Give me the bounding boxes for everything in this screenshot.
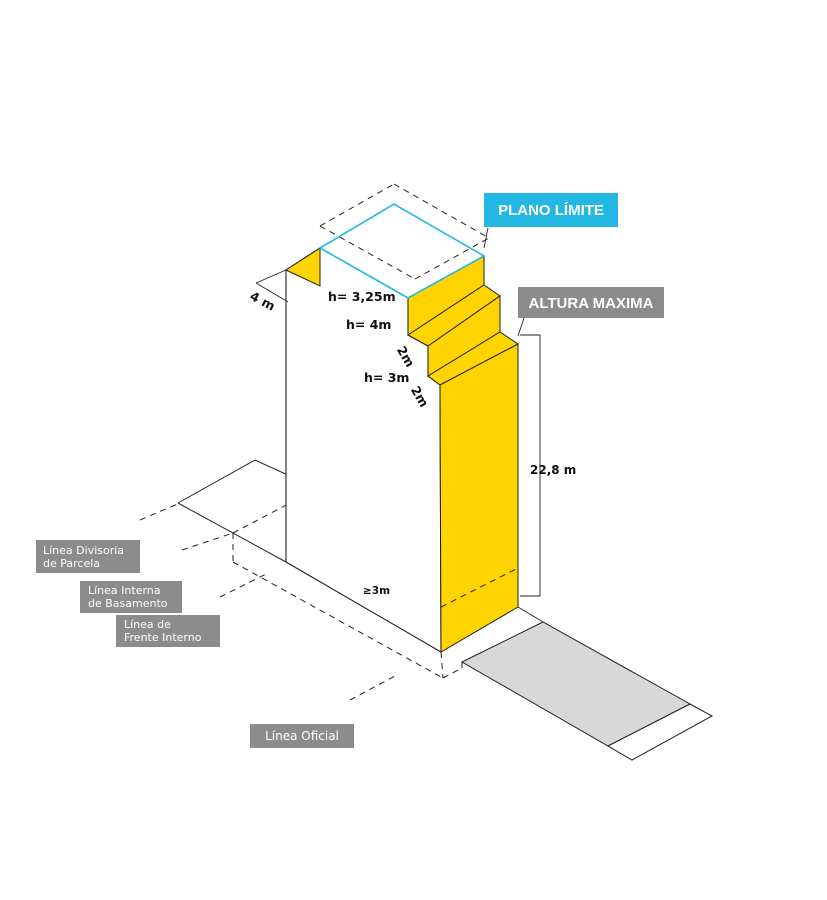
linea-interna-label-1: Línea Interna xyxy=(88,584,161,597)
linea-frente-label-1: Línea de xyxy=(124,618,171,631)
plano-limite-outline xyxy=(318,203,486,299)
callout-linea-interna: Línea Interna de Basamento xyxy=(80,581,182,613)
lot-outline xyxy=(177,459,291,563)
linea-interna-label-2: de Basamento xyxy=(88,597,168,610)
linea-divisoria-label-2: de Parcela xyxy=(43,557,100,570)
dim-h1: h= 3,25m xyxy=(328,289,396,304)
callout-linea-frente: Línea de Frente Interno xyxy=(116,615,220,647)
linea-oficial-label: Línea Oficial xyxy=(265,729,339,743)
plano-limite-label: PLANO LÍMITE xyxy=(498,202,604,219)
callout-linea-oficial: Línea Oficial xyxy=(250,724,354,748)
linea-frente-label-2: Frente Interno xyxy=(124,631,202,644)
dim-basement: ≥3m xyxy=(363,585,390,597)
dim-h2: h= 4m xyxy=(346,317,391,332)
dim-top-depth: 4 m xyxy=(248,288,278,313)
linea-divisoria-label-1: Línea Divisoria xyxy=(43,544,124,557)
dim-total-height: 22,8 m xyxy=(530,463,576,477)
dimension-lines xyxy=(255,227,541,597)
altura-maxima-label: ALTURA MAXIMA xyxy=(529,295,654,312)
setback-faces xyxy=(284,247,519,653)
callout-altura-maxima: ALTURA MAXIMA xyxy=(518,287,664,318)
sidewalk xyxy=(460,606,714,761)
dim-h3: h= 3m xyxy=(364,370,409,385)
callout-plano-limite: PLANO LÍMITE xyxy=(484,193,618,227)
callout-linea-divisoria: Línea Divisoria de Parcela xyxy=(36,540,140,573)
